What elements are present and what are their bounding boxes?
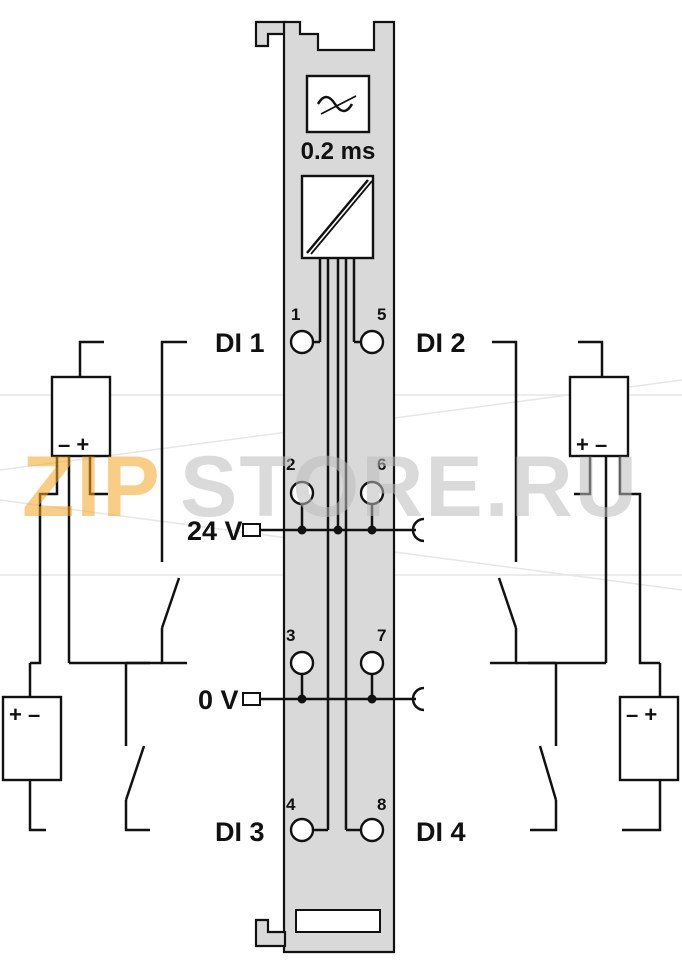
right-top-source: + – [568,375,630,458]
channel-di4-label: DI 4 [416,817,466,847]
rail-24v: 24 V [187,504,425,546]
left-bottom-source-polarity: + – [9,702,40,727]
channel-di3-label: DI 3 [215,817,265,847]
filter-icon [316,95,354,113]
right-wiring [490,340,662,832]
internal-wires [318,258,356,830]
right-bottom-source-polarity: – + [626,702,657,727]
terminal-1 [289,329,315,355]
channel-di2-label: DI 2 [416,328,466,358]
terminal-number-8: 8 [377,795,386,814]
left-top-source-polarity: – + [58,432,89,457]
terminal-number-1: 1 [291,305,300,324]
terminal-8 [359,817,385,843]
isolation-block [300,174,375,260]
left-bottom-source: + – [1,695,63,782]
terminal-number-4: 4 [286,795,296,814]
terminal-number-5: 5 [377,305,386,324]
filter-time-label: 0.2 ms [301,138,376,165]
watermark: ZIP STORE.RU [22,439,639,535]
terminal-number-6: 6 [377,455,386,474]
terminal-number-7: 7 [377,626,386,645]
rail-0v: 0 V [198,674,425,715]
channel-di1-label: DI 1 [215,328,265,358]
filter-block: 0.2 ms [301,74,376,165]
channel-labels: DI 1 DI 2 DI 3 DI 4 [215,328,466,847]
terminal-3 [289,650,315,676]
supply-24v-label: 24 V [187,516,243,546]
terminal-5 [359,329,385,355]
terminal-number-3: 3 [286,626,295,645]
terminals [289,329,385,843]
terminal-number-2: 2 [286,455,295,474]
left-top-source: – + [50,375,112,458]
terminal-4 [289,817,315,843]
right-top-source-polarity: + – [576,432,607,457]
left-wiring [28,340,187,832]
right-bottom-source: – + [618,695,680,782]
terminal-7 [359,650,385,676]
terminal-numbers: 1 5 2 6 3 7 4 8 [286,305,386,814]
watermark-text-store: STORE.RU [180,439,639,535]
supply-0v-label: 0 V [198,685,239,715]
watermark-text-zip: ZIP [22,439,162,535]
